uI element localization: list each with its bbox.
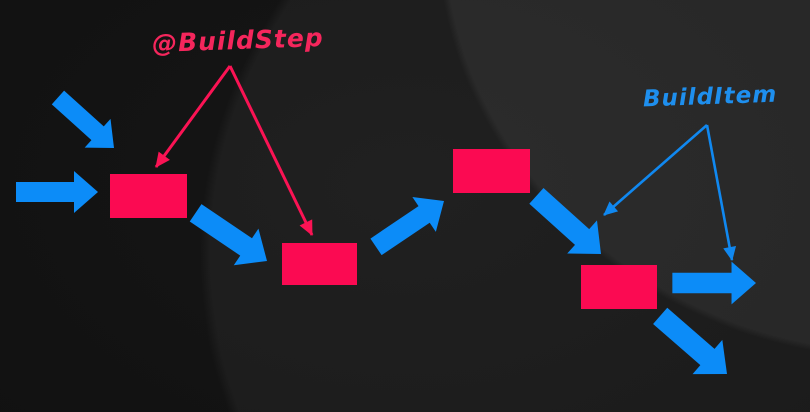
builditem-pointer-arrow-right [705,124,737,261]
buildstep-pointer-arrow-left [154,65,232,168]
builditem-pointer-arrow-left [603,124,708,216]
builditem-label: BuildItem [642,81,778,113]
flow-arrow-2-horizontal [16,171,98,213]
flow-arrow-4-diagonal-up [364,183,456,265]
flow-arrow-7-diagonal-down [645,298,742,392]
flow-arrow-6-horizontal [672,261,756,305]
step-rectangle-4 [581,265,657,309]
flow-arrows [16,83,756,392]
step-rectangle-3 [453,149,530,193]
step-rectangle-1 [110,174,187,218]
flow-arrow-5-diagonal-down [521,179,616,271]
buildstep-pointer-arrows [154,65,314,236]
flow-arrow-1-diagonal-down [45,83,127,163]
buildstep-label: @BuildStep [151,23,325,58]
step-rectangles [110,149,657,309]
flow-arrow-3-diagonal-down [183,194,280,280]
builditem-pointer-arrows [603,124,737,261]
step-rectangle-2 [282,243,357,285]
buildstep-pointer-arrow-right [228,65,314,236]
